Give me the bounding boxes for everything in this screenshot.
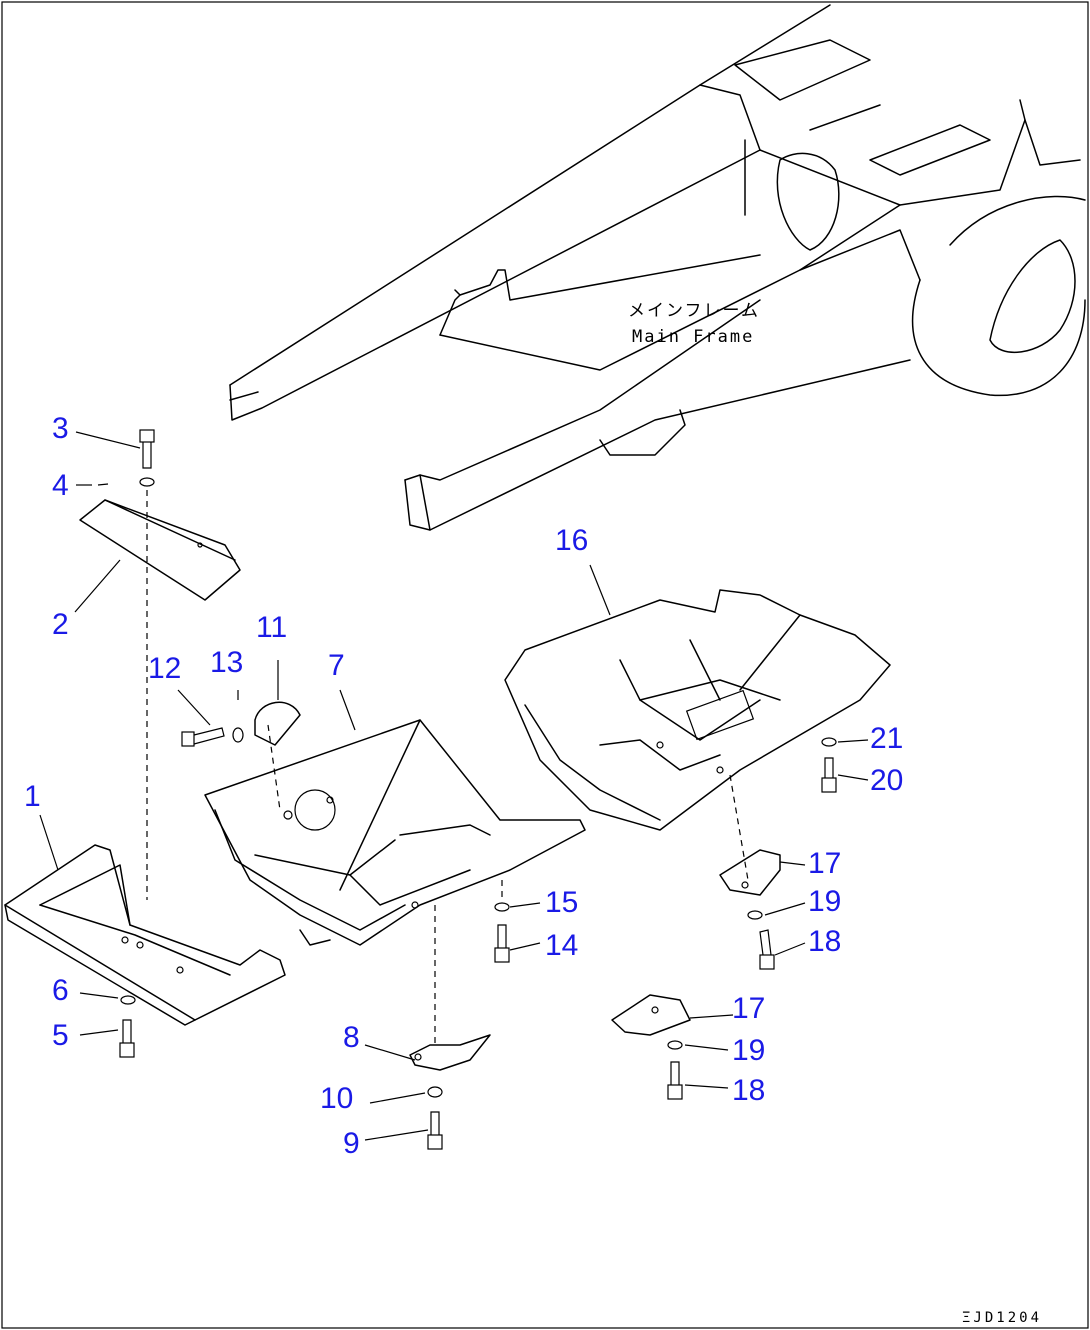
callout-3: 3 — [52, 412, 69, 445]
main-frame-label-en: Main Frame — [632, 327, 754, 347]
part-17-plate-b — [611, 994, 691, 1036]
part-1-plate — [4, 844, 286, 1026]
callout-2: 2 — [52, 608, 69, 641]
callout-1: 1 — [24, 780, 41, 813]
callout-8: 8 — [343, 1021, 360, 1054]
callout-10: 10 — [320, 1082, 353, 1115]
main-frame-drawing — [229, 4, 1086, 531]
bolts — [119, 429, 837, 1150]
callout-11: 11 — [256, 611, 287, 644]
part-17-plate-a — [719, 849, 781, 896]
part-7-guard — [204, 719, 586, 946]
callout-19-lower: 19 — [732, 1034, 765, 1067]
part-11-cover — [254, 701, 301, 746]
callout-5: 5 — [52, 1019, 69, 1052]
main-frame-label-jp: メインフレーム — [628, 301, 760, 321]
callout-18: 18 — [808, 925, 841, 958]
callout-16: 16 — [555, 524, 588, 557]
callouts: 1 2 3 4 5 6 7 8 9 10 11 12 13 14 15 16 1… — [24, 412, 903, 1160]
callout-20: 20 — [870, 764, 903, 797]
callout-14: 14 — [545, 929, 578, 962]
part-8-bracket — [409, 1034, 491, 1071]
drawing-code: ΞJD1204 — [962, 1310, 1042, 1326]
callout-21: 21 — [870, 722, 903, 755]
callout-9: 9 — [343, 1127, 360, 1160]
callout-7: 7 — [328, 649, 345, 682]
part-2-cover — [79, 499, 241, 601]
callout-18-lower: 18 — [732, 1074, 765, 1107]
part-16-guard — [504, 589, 891, 831]
callout-12: 12 — [148, 652, 181, 685]
callout-13: 13 — [210, 646, 243, 679]
callout-15: 15 — [545, 886, 578, 919]
assembly-lines — [146, 490, 749, 1045]
callout-19: 19 — [808, 885, 841, 918]
leader-lines — [39, 431, 869, 1141]
callout-4: 4 — [52, 469, 69, 502]
callout-17: 17 — [808, 847, 841, 880]
callout-17-lower: 17 — [732, 992, 765, 1025]
callout-6: 6 — [52, 974, 69, 1007]
